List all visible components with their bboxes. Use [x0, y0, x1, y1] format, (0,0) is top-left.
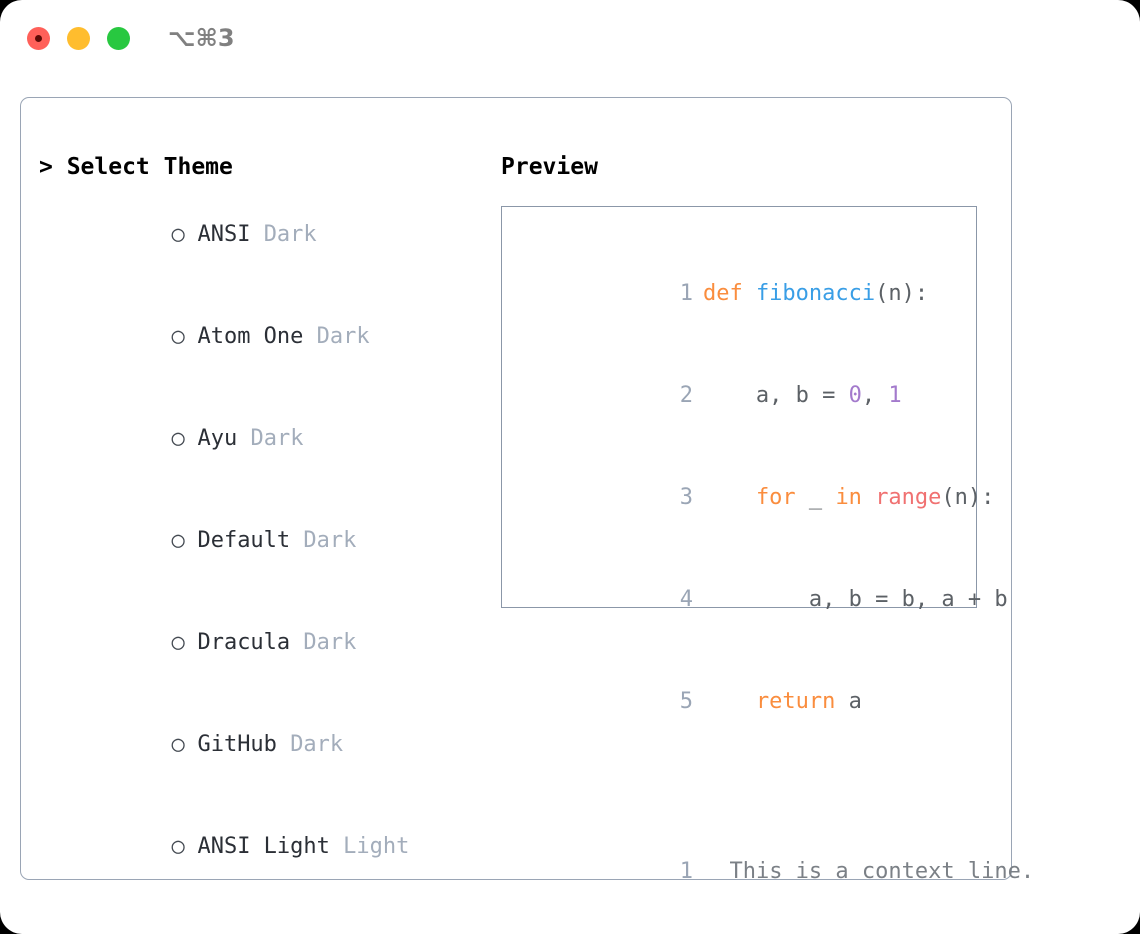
main-panel: > Select Theme ○ ANSI Dark ○ Atom One Dark…: [20, 97, 1034, 884]
radio-icon[interactable]: ○: [171, 324, 185, 349]
code-token-keyword: for: [755, 485, 796, 510]
diff-prefix: [703, 859, 730, 884]
code-token-keyword: return: [755, 689, 836, 714]
theme-name: Atom One: [197, 324, 304, 349]
code-token-number: 0: [848, 383, 862, 408]
radio-icon[interactable]: ○: [171, 426, 185, 451]
theme-variant: Dark: [263, 222, 317, 247]
line-number: 1: [679, 281, 693, 306]
radio-icon[interactable]: ○: [171, 222, 185, 247]
line-number: 2: [679, 383, 693, 408]
theme-list-item[interactable]: ○ ANSI Light Light: [39, 796, 479, 898]
theme-list-item[interactable]: ○ ANSI Dark: [39, 184, 479, 286]
close-window-button[interactable]: [27, 27, 50, 50]
theme-name: Ayu: [197, 426, 238, 451]
radio-icon[interactable]: ○: [171, 834, 185, 859]
diff-line-deleted: 2- This line was deleted.: [510, 923, 972, 934]
theme-list-item[interactable]: ○ Default Dark: [39, 490, 479, 592]
code-line: 5 return a: [510, 651, 972, 753]
code-token-keyword: in: [835, 485, 862, 510]
radio-icon[interactable]: ○: [171, 630, 185, 655]
code-token-plain: (n):: [875, 281, 929, 306]
maximize-window-button[interactable]: [107, 27, 130, 50]
code-token-plain: [703, 485, 756, 510]
code-line: 3 for _ in range(n):: [510, 447, 995, 549]
code-token-builtin: range: [875, 485, 942, 510]
code-token-plain: a, b =: [702, 383, 849, 408]
code-token-function: fibonacci: [755, 281, 876, 306]
theme-variant: Dark: [250, 426, 304, 451]
select-theme-header: > Select Theme: [39, 154, 233, 180]
code-token-plain: a, b = b, a + b: [702, 587, 1008, 612]
diff-text: This is a context line.: [729, 859, 1035, 884]
preview-header: Preview: [501, 154, 598, 180]
theme-name: GitHub: [197, 732, 277, 757]
code-blank-line: [510, 787, 972, 821]
theme-selection-column: > Select Theme ○ ANSI Dark ○ Atom One Dark…: [39, 150, 479, 934]
code-token-plain: [703, 689, 756, 714]
theme-name: Default: [197, 528, 291, 553]
theme-variant: Light: [343, 834, 410, 859]
line-number: 1: [679, 859, 693, 884]
theme-variant: Dark: [290, 732, 344, 757]
theme-list-item-selected[interactable]: ●Ayu Light Light: [39, 898, 479, 934]
code-token-keyword: def: [702, 281, 756, 306]
theme-list-item[interactable]: ○ Dracula Dark: [39, 592, 479, 694]
code-token-plain: a: [835, 689, 862, 714]
line-number: 5: [679, 689, 693, 714]
theme-variant: Dark: [316, 324, 370, 349]
code-line: 4 a, b = b, a + b: [510, 549, 1008, 651]
theme-name: ANSI Light: [197, 834, 330, 859]
keyboard-shortcut-label: ⌥⌘3: [168, 24, 235, 52]
code-blank-line: [510, 753, 972, 787]
line-number: 4: [679, 587, 693, 612]
diff-line-context: 1 This is a context line.: [510, 821, 1034, 923]
title-bar: ⌥⌘3: [0, 0, 1140, 78]
theme-variant: Dark: [303, 630, 357, 655]
code-token-number: 1: [888, 383, 902, 408]
radio-icon[interactable]: ○: [171, 528, 185, 553]
theme-list-item[interactable]: ○ GitHub Dark: [39, 694, 479, 796]
code-line: 2 a, b = 0, 1: [510, 345, 972, 447]
theme-list-item[interactable]: ○ Atom One Dark: [39, 286, 479, 388]
code-token-plain: ,: [861, 383, 889, 408]
theme-variant: Dark: [303, 528, 357, 553]
radio-icon[interactable]: ○: [171, 732, 185, 757]
minimize-window-button[interactable]: [67, 27, 90, 50]
code-token-plain: [862, 485, 875, 510]
theme-name: ANSI: [197, 222, 251, 247]
theme-list: ○ ANSI Dark ○ Atom One Dark ○ Ayu Dark ○ Def…: [39, 184, 479, 934]
theme-list-item[interactable]: ○ Ayu Dark: [39, 388, 479, 490]
theme-name: Dracula: [197, 630, 291, 655]
code-line: 1 def fibonacci(n):: [510, 243, 972, 345]
code-token-plain: (n):: [941, 485, 995, 510]
code-token-plain: _: [795, 485, 836, 510]
line-number: 3: [679, 485, 693, 510]
